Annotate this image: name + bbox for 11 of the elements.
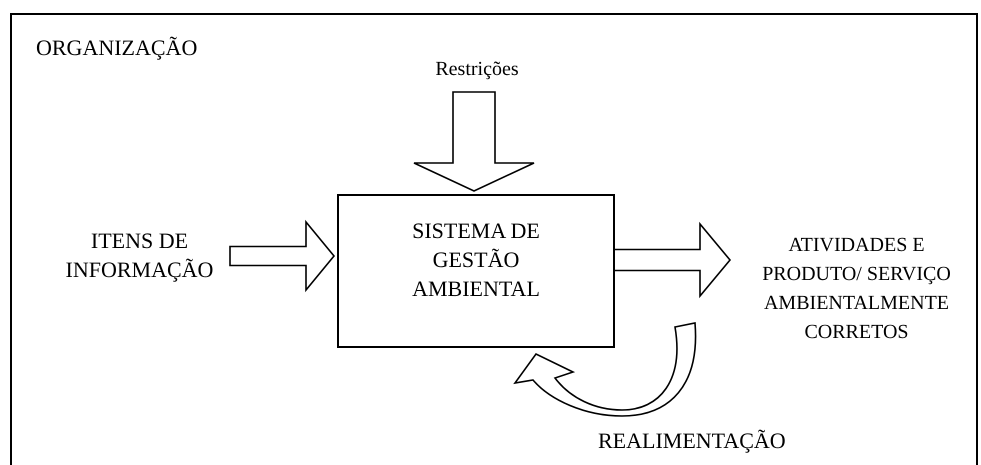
process-box: SISTEMA DE GESTÃO AMBIENTAL (337, 194, 615, 348)
block-arrow (613, 222, 732, 298)
node-label: Restrições (407, 54, 547, 84)
frame-title: ORGANIZAÇÃO (36, 35, 198, 61)
edge-label: REALIMENTAÇÃO (598, 428, 786, 454)
block-arrow (413, 91, 535, 192)
node-label: ATIVIDADES E PRODUTO/ SERVIÇO AMBIENTALMENTE CORRETOS (744, 230, 969, 348)
block-arrow (229, 220, 336, 292)
node-label: ITENS DE INFORMAÇÃO (42, 225, 237, 285)
feedback-arrow (514, 322, 696, 417)
boundary-frame (10, 13, 978, 465)
